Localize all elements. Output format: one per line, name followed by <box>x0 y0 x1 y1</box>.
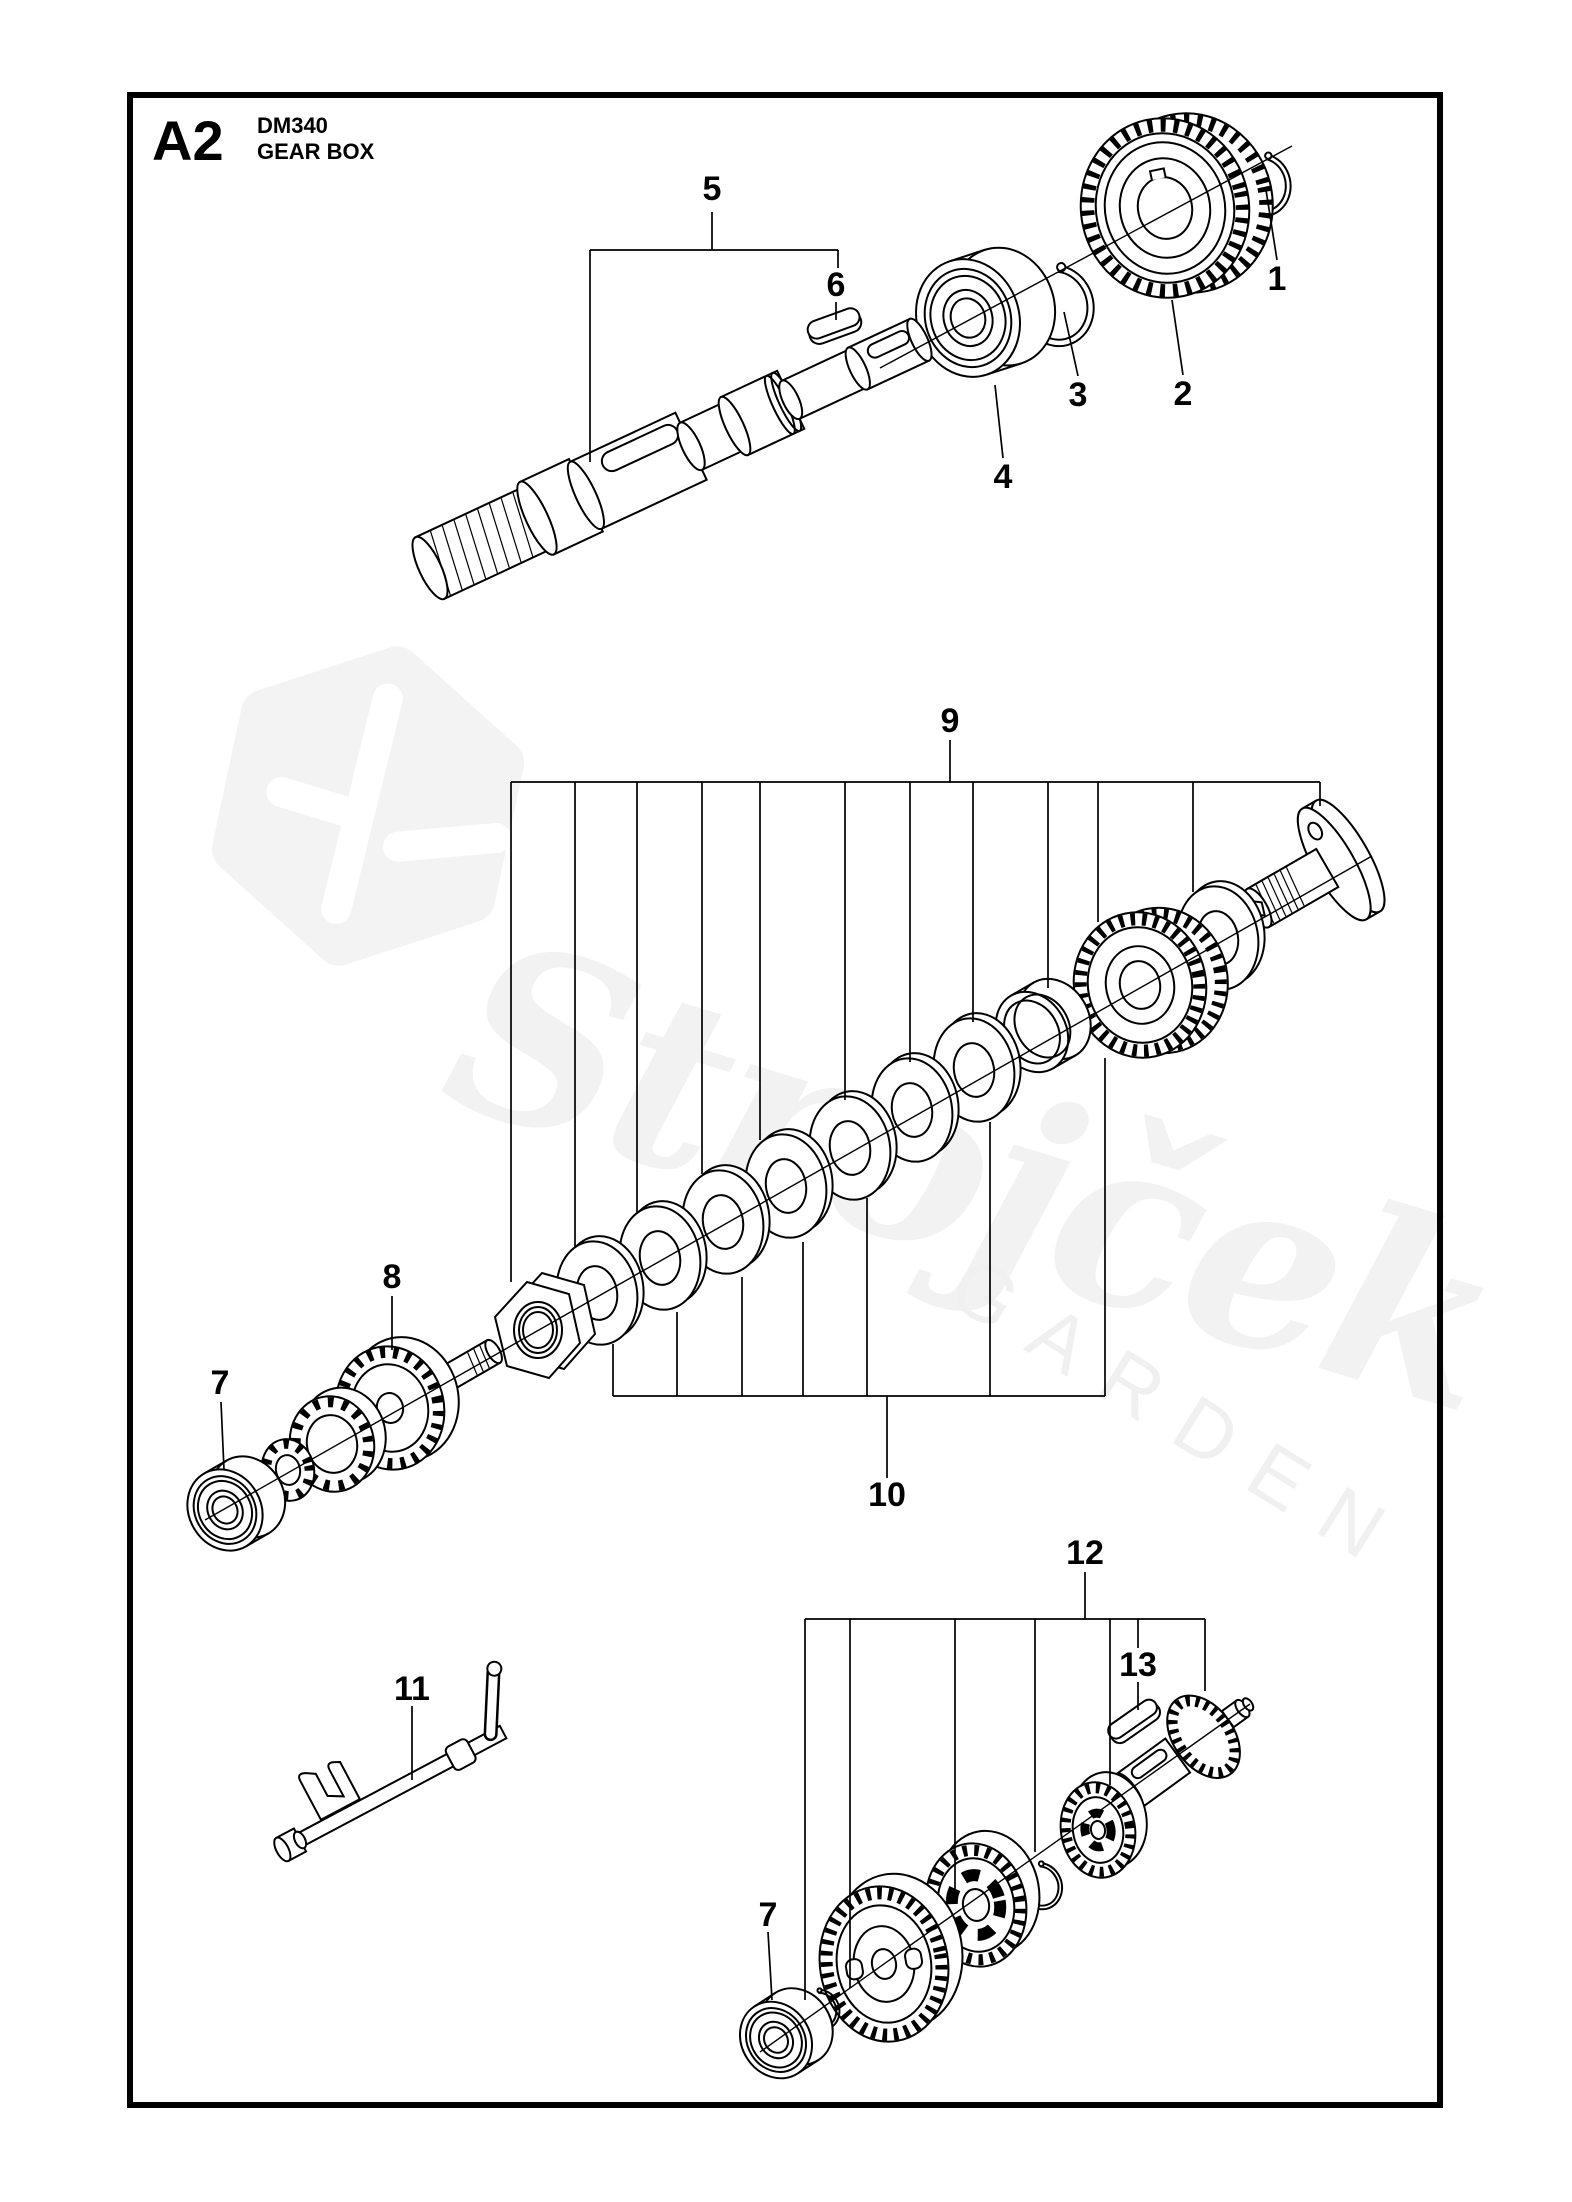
part-11-shift-rod: 11 <box>246 1659 535 1863</box>
callout-3: 3 <box>1069 376 1088 414</box>
part-lock-nut <box>495 1273 595 1378</box>
part-large-gear <box>806 1863 977 2051</box>
leaders-middle <box>221 1296 392 1470</box>
callout-11: 11 <box>394 1670 430 1708</box>
axis-line-middle <box>205 856 1372 1520</box>
assembly-input-shaft: 5 6 1 2 3 4 <box>403 98 1296 609</box>
callout-7: 7 <box>211 1364 230 1402</box>
leaders-top <box>590 190 1277 462</box>
part-output-spindle <box>1218 791 1397 968</box>
part-13-key <box>1105 1696 1163 1746</box>
callout-6: 6 <box>827 266 846 304</box>
part-4-bearing <box>899 232 1072 392</box>
assembly-disc-stack: 9 10 7 8 <box>171 702 1398 1566</box>
section-code: A2 <box>152 109 224 172</box>
watermark-brand-text: Strojček <box>419 883 1529 1467</box>
title-block: A2 DM340 GEAR BOX <box>152 109 375 172</box>
bracket-9 <box>511 740 1320 1282</box>
bracket-10 <box>613 1058 1105 1478</box>
callout-9: 9 <box>941 702 960 740</box>
part-6-key <box>805 306 864 347</box>
callout-8: 8 <box>383 1258 402 1296</box>
page-border <box>130 95 1440 2105</box>
part-stack-gear <box>1060 895 1241 1070</box>
axis-line-bottom <box>760 1704 1250 2052</box>
callout-1: 1 <box>1268 260 1287 298</box>
part-5-input-shaft <box>403 300 943 609</box>
callout-4: 4 <box>994 458 1013 496</box>
callout-7b: 7 <box>759 1896 778 1934</box>
part-small-gear <box>1052 1766 1156 1884</box>
callout-10: 10 <box>868 1476 906 1514</box>
callout-13: 13 <box>1119 1646 1157 1684</box>
brand-hexagon-logo-icon <box>197 648 538 965</box>
assembly-countershaft: 12 13 7 <box>724 1534 1279 2094</box>
leader-7b <box>768 1932 772 2000</box>
part-2-gear <box>1064 98 1289 314</box>
section-name: GEAR BOX <box>257 139 375 164</box>
callout-5: 5 <box>703 170 722 208</box>
bracket-12 <box>805 1572 1205 2000</box>
callout-2: 2 <box>1174 375 1193 413</box>
callout-12: 12 <box>1066 1534 1104 1572</box>
axis-line-top <box>880 146 1292 368</box>
model-name: DM340 <box>257 113 328 138</box>
part-8-cluster-gear <box>256 1327 505 1506</box>
